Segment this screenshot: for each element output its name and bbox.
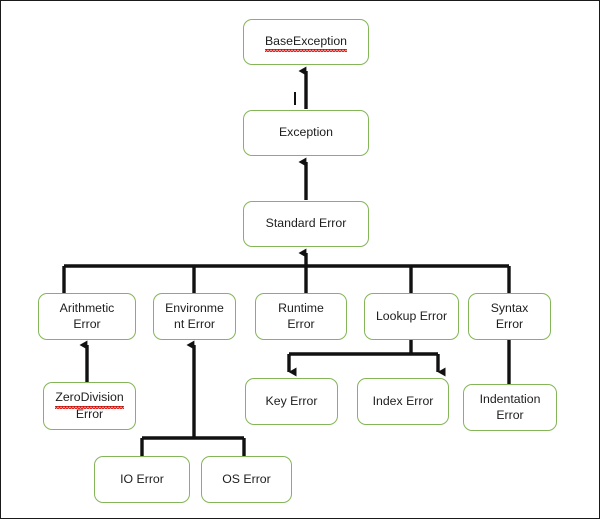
node-label: OS Error <box>222 471 271 486</box>
node-index-error[interactable]: Index Error <box>357 378 449 425</box>
node-lookup-error[interactable]: Lookup Error <box>364 293 459 340</box>
node-key-error[interactable]: Key Error <box>245 378 338 425</box>
node-standard-error[interactable]: Standard Error <box>243 201 369 247</box>
node-exception[interactable]: Exception <box>243 110 369 156</box>
node-base-exception[interactable]: BaseException <box>243 19 369 65</box>
node-io-error[interactable]: IO Error <box>94 456 190 503</box>
node-os-error[interactable]: OS Error <box>201 456 292 503</box>
node-label: Key Error <box>265 393 318 408</box>
node-label: Exception <box>278 125 333 140</box>
spellchecked-word: ZeroDivision <box>55 390 125 408</box>
node-label: BaseException <box>264 34 348 52</box>
node-label: Lookup Error <box>375 308 448 323</box>
spellchecked-word: BaseException <box>264 34 348 52</box>
node-label: Index Error <box>372 393 434 408</box>
node-label: IO Error <box>120 471 164 486</box>
node-label: Standard Error <box>265 216 347 231</box>
